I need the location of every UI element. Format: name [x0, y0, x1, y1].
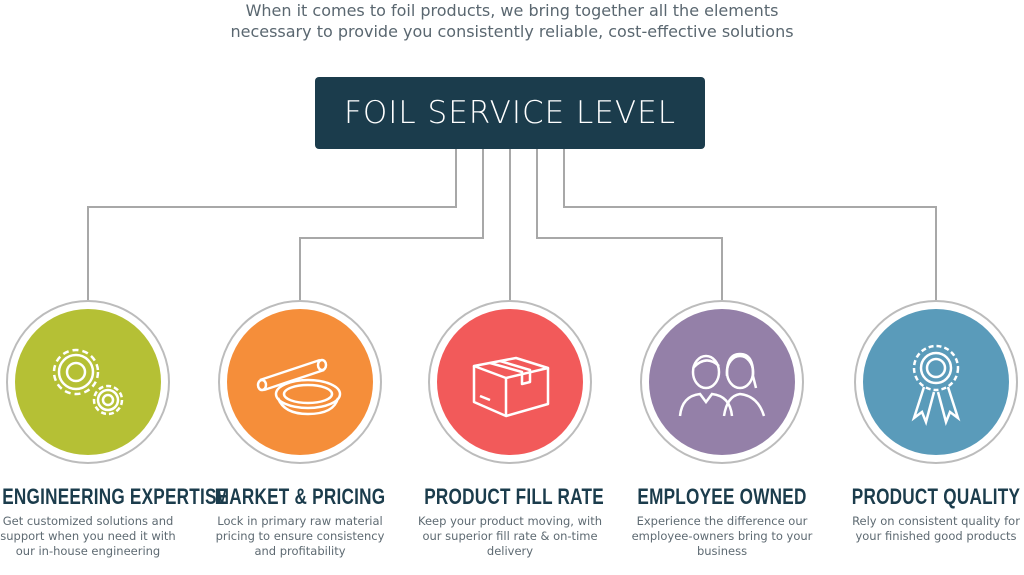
item-product-quality: PRODUCT QUALITY Rely on consistent quali… — [826, 300, 1024, 544]
connector-quality — [563, 149, 937, 300]
item-title: EMPLOYEE OWNED — [637, 484, 807, 509]
item-description: Keep your product moving, with our super… — [418, 514, 603, 558]
icon-circle — [6, 300, 170, 464]
foil-roll-pan-icon — [256, 358, 342, 416]
item-description: Lock in primary raw material pricing to … — [215, 514, 385, 558]
item-employee-owned: EMPLOYEE OWNED Experience the difference… — [612, 300, 832, 559]
people-icon — [678, 352, 766, 417]
foil-service-level-title: FOIL SERVICE LEVEL — [315, 77, 705, 149]
icon-circle — [854, 300, 1018, 464]
gears-icon — [52, 348, 124, 416]
box-icon — [472, 356, 550, 418]
icon-circle — [428, 300, 592, 464]
item-market-pricing: MARKET & PRICING Lock in primary raw mat… — [190, 300, 410, 559]
item-title: PRODUCT FILL RATE — [424, 484, 604, 509]
item-engineering-expertise: ENGINEERING EXPERTISE Get customized sol… — [0, 300, 229, 559]
icon-circle — [218, 300, 382, 464]
intro-text: When it comes to foil products, we bring… — [0, 0, 1024, 42]
item-description: Experience the difference our employee-o… — [631, 514, 813, 558]
item-description: Rely on consistent quality for your fini… — [852, 514, 1020, 543]
item-title: MARKET & PRICING — [214, 484, 386, 509]
item-product-fill-rate: PRODUCT FILL RATE Keep your product movi… — [400, 300, 620, 559]
intro-line-1: When it comes to foil products, we bring… — [245, 1, 779, 20]
connector-employee — [536, 149, 723, 300]
icon-circle — [640, 300, 804, 464]
intro-line-2: necessary to provide you consistently re… — [230, 22, 794, 41]
connector-engineering — [87, 149, 457, 300]
connector-market — [299, 149, 484, 300]
award-ribbon-icon — [911, 344, 961, 426]
item-description: Get customized solutions and support whe… — [0, 514, 176, 558]
item-title: PRODUCT QUALITY — [851, 484, 1021, 509]
item-title: ENGINEERING EXPERTISE — [2, 484, 229, 509]
